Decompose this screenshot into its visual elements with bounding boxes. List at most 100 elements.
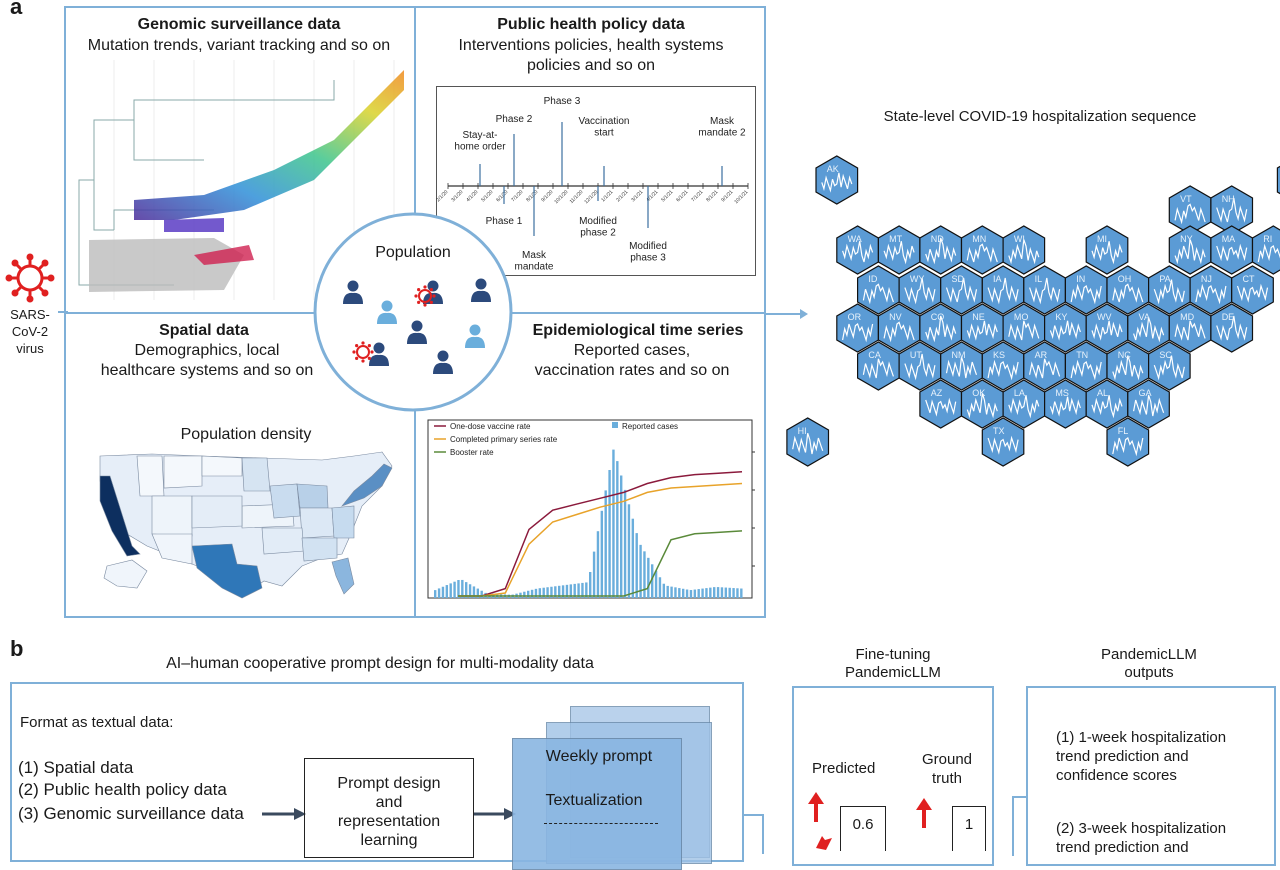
state-code: KY xyxy=(1055,312,1067,322)
state-hex-nv: NV xyxy=(878,304,920,352)
state-code: NM xyxy=(951,350,965,360)
state-code: DE xyxy=(1222,312,1235,322)
case-bar xyxy=(438,588,440,598)
person-icon xyxy=(369,343,389,367)
timeline-date: 3/1/20 xyxy=(450,189,464,203)
case-bar xyxy=(616,461,618,598)
state-hex-or: OR xyxy=(837,304,879,352)
timeline-date: 1/1/21 xyxy=(600,189,614,203)
state-code: IA xyxy=(993,274,1002,284)
case-bar xyxy=(705,588,707,598)
case-bar xyxy=(589,572,591,598)
finetune-title: Fine-tuning PandemicLLM xyxy=(792,646,994,682)
state-hex-ct: CT xyxy=(1232,266,1274,314)
state-hex-md: MD xyxy=(1169,304,1211,352)
epi-subtitle: Reported cases, vaccination rates and so… xyxy=(510,341,754,381)
state-code: AL xyxy=(1097,388,1108,398)
legend-label: Completed primary series rate xyxy=(450,435,558,444)
state-hex-ms: MS xyxy=(1045,380,1087,428)
case-bar xyxy=(686,590,688,599)
person-icon xyxy=(471,279,491,303)
case-bar xyxy=(601,511,603,598)
state-hex-nm: NM xyxy=(941,342,983,390)
case-bar xyxy=(446,585,448,598)
state-hex-wy: WY xyxy=(899,266,941,314)
case-bar xyxy=(740,589,742,598)
virus-icon xyxy=(4,252,56,304)
state-code: OK xyxy=(972,388,985,398)
state-code: NC xyxy=(1118,350,1131,360)
state-code: AK xyxy=(827,164,839,174)
case-bar xyxy=(612,450,614,598)
timeline-date: 2/1/21 xyxy=(615,189,629,203)
state-hex-ky: KY xyxy=(1045,304,1087,352)
case-bar xyxy=(442,587,444,598)
state-hex-va: VA xyxy=(1128,304,1170,352)
state-code: WV xyxy=(1097,312,1112,322)
panel-a-label: a xyxy=(10,0,22,20)
case-bar xyxy=(624,490,626,598)
arrow-to-prompt-design xyxy=(262,806,308,822)
state-code: WI xyxy=(1014,234,1025,244)
state-code: VA xyxy=(1139,312,1150,322)
spatial-subtitle: Demographics, local healthcare systems a… xyxy=(64,341,350,381)
state-code: IL xyxy=(1035,274,1043,284)
case-bar xyxy=(694,590,696,598)
state-code: GA xyxy=(1139,388,1152,398)
state-code: CT xyxy=(1242,274,1254,284)
case-bar xyxy=(597,531,599,598)
state-hex-wi: WI xyxy=(1003,226,1045,274)
weekly-prompt-label: Weekly prompt xyxy=(512,748,686,766)
person-icon xyxy=(377,301,397,325)
state-code: WA xyxy=(848,234,862,244)
state-hex-ak: AK xyxy=(816,156,858,204)
state-hex-ma: MA xyxy=(1211,226,1253,274)
state-hex-ne: NE xyxy=(962,304,1004,352)
event-label: Phase 2 xyxy=(496,114,533,125)
event-label: Stay-at-home order xyxy=(454,130,506,153)
timeline-date: 4/1/20 xyxy=(465,189,479,203)
state-hex-hi: HI xyxy=(787,418,829,466)
state-hex-de: DE xyxy=(1211,304,1253,352)
case-bar xyxy=(713,587,715,598)
state-hex-in: IN xyxy=(1065,266,1107,314)
state-code: UT xyxy=(910,350,922,360)
state-code: WY xyxy=(910,274,925,284)
legend-swatch xyxy=(612,422,618,428)
state-hex-tn: TN xyxy=(1065,342,1107,390)
item-policy: (2) Public health policy data xyxy=(18,780,227,800)
legend-label: One-dose vaccine rate xyxy=(450,422,531,431)
state-hex-mt: MT xyxy=(878,226,920,274)
hospitalization-title: State-level COVID-19 hospitalization seq… xyxy=(820,108,1260,125)
case-bar xyxy=(628,504,630,598)
connector-right-v xyxy=(1012,796,1014,856)
case-bar xyxy=(721,587,723,598)
state-code: MI xyxy=(1097,234,1107,244)
state-hex-ri: RI xyxy=(1253,226,1280,274)
state-code: SD xyxy=(951,274,964,284)
case-bar xyxy=(670,587,672,598)
case-bar xyxy=(655,571,657,598)
state-hex-sd: SD xyxy=(941,266,983,314)
state-code: TX xyxy=(993,426,1005,436)
case-bar xyxy=(481,591,483,598)
connector-right xyxy=(1012,796,1026,798)
state-code: CA xyxy=(868,350,881,360)
state-hex-mi: MI xyxy=(1086,226,1128,274)
state-hex-az: AZ xyxy=(920,380,962,428)
state-hex-ga: GA xyxy=(1128,380,1170,428)
series-line xyxy=(458,531,742,596)
case-bar xyxy=(725,588,727,598)
state-hex-mo: MO xyxy=(1003,304,1045,352)
up-arrow-icon xyxy=(914,798,934,830)
case-bar xyxy=(663,584,665,598)
item-genomic: (3) Genomic surveillance data xyxy=(18,804,244,824)
state-code: LA xyxy=(1014,388,1025,398)
state-hex-nj: NJ xyxy=(1190,266,1232,314)
case-bar xyxy=(647,558,649,598)
state-hex-ut: UT xyxy=(899,342,941,390)
state-code: MN xyxy=(972,234,986,244)
